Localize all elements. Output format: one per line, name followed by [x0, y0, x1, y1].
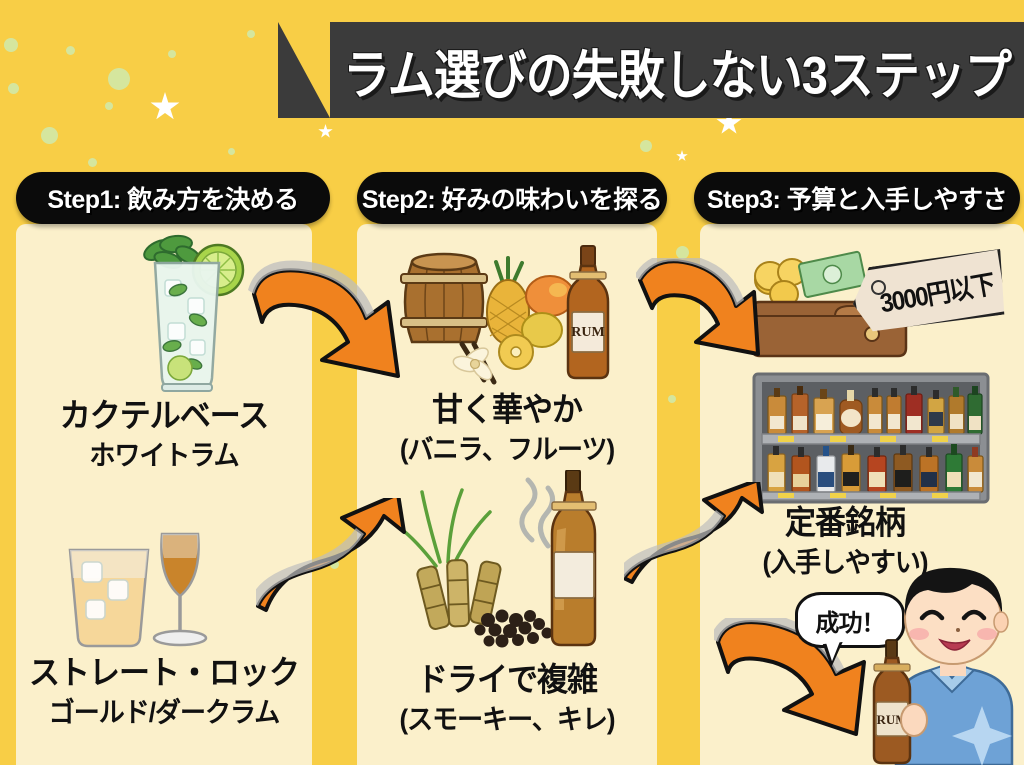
step-2-header: Step2: 好みの味わいを探る [357, 172, 667, 224]
step-1-item-1-main: カクテルベース [59, 397, 269, 434]
step-2-item-2-main: ドライで複雑 [417, 661, 598, 698]
step-2-item-1-main: 甘く華やか [432, 391, 583, 428]
arrow-step1-to-step2-bottom [256, 498, 406, 612]
bg-dot [668, 395, 676, 403]
bg-dot [41, 127, 58, 144]
rocks-glass-and-snifter-icon [68, 532, 208, 648]
step-3-header: Step3: 予算と入手しやすさ [694, 172, 1020, 224]
title-banner: ラム選びの失敗しない3ステップ [278, 22, 1024, 118]
smiling-boy-holding-rum-bottle-icon: RUM [872, 567, 1014, 765]
bg-dot [105, 102, 113, 110]
speech-bubble: 成功！ [795, 592, 905, 648]
bg-star [150, 92, 180, 120]
mascot-bottle-label: RUM [876, 712, 907, 727]
bg-dot [4, 38, 18, 52]
step-1-item-1-sub: ホワイトラム [89, 438, 239, 471]
step-2-item-1-sub: (バニラ、フルーツ) [399, 432, 615, 465]
step-1-item-1-caption: カクテルベース ホワイトラム [16, 397, 312, 471]
bg-dot [66, 46, 75, 55]
step-2-item-2-caption: ドライで複雑 (スモーキー、キレ) [357, 661, 657, 735]
arrow-step2-to-step3-bottom [624, 482, 764, 584]
arrow-step1-to-step2-top [248, 260, 400, 378]
step-2-item-2-sub: (スモーキー、キレ) [399, 702, 615, 735]
bg-dot [168, 50, 176, 58]
step-2-item-1-caption: 甘く華やか (バニラ、フルーツ) [357, 391, 657, 465]
bg-dot [247, 30, 255, 38]
mojito-cocktail-icon [143, 234, 245, 392]
step-3-item-2-main: 定番銘柄 [785, 504, 906, 541]
bg-dot [108, 68, 130, 90]
step-1-label: Step1: 飲み方を決める [47, 186, 299, 214]
step-2-label: Step2: 好みの味わいを探る [361, 186, 663, 214]
bg-star [676, 150, 688, 161]
bg-dot [88, 158, 97, 167]
step-1-item-2-main: ストレート・ロック [29, 654, 300, 691]
bg-dot [640, 140, 652, 152]
step-1-header: Step1: 飲み方を決める [16, 172, 330, 224]
step-1-item-2-sub: ゴールド/ダークラム [48, 695, 280, 728]
bg-dot [8, 83, 19, 94]
liquor-shelf-icon [752, 372, 990, 504]
arrow-step2-to-step3-top [636, 258, 760, 356]
barrel-fruit-rum-bottle-icon: RUM [400, 245, 610, 385]
speech-bubble-text: 成功！ [815, 609, 886, 637]
bg-star [318, 124, 333, 138]
step-1-item-2-caption: ストレート・ロック ゴールド/ダークラム [16, 654, 312, 728]
step-3-item-2-caption: 定番銘柄 (入手しやすい) [700, 504, 990, 578]
page-title: ラム選びの失敗しない3ステップ [343, 44, 1012, 105]
sugarcane-pepper-smoke-bottle-icon [398, 470, 597, 648]
bg-dot [676, 246, 689, 259]
bg-dot [330, 560, 339, 569]
bg-dot [228, 148, 235, 155]
step-3-item-2-sub: (入手しやすい) [762, 545, 928, 578]
step-3-label: Step3: 予算と入手しやすさ [706, 186, 1008, 214]
rum-bottle-label: RUM [571, 325, 604, 340]
